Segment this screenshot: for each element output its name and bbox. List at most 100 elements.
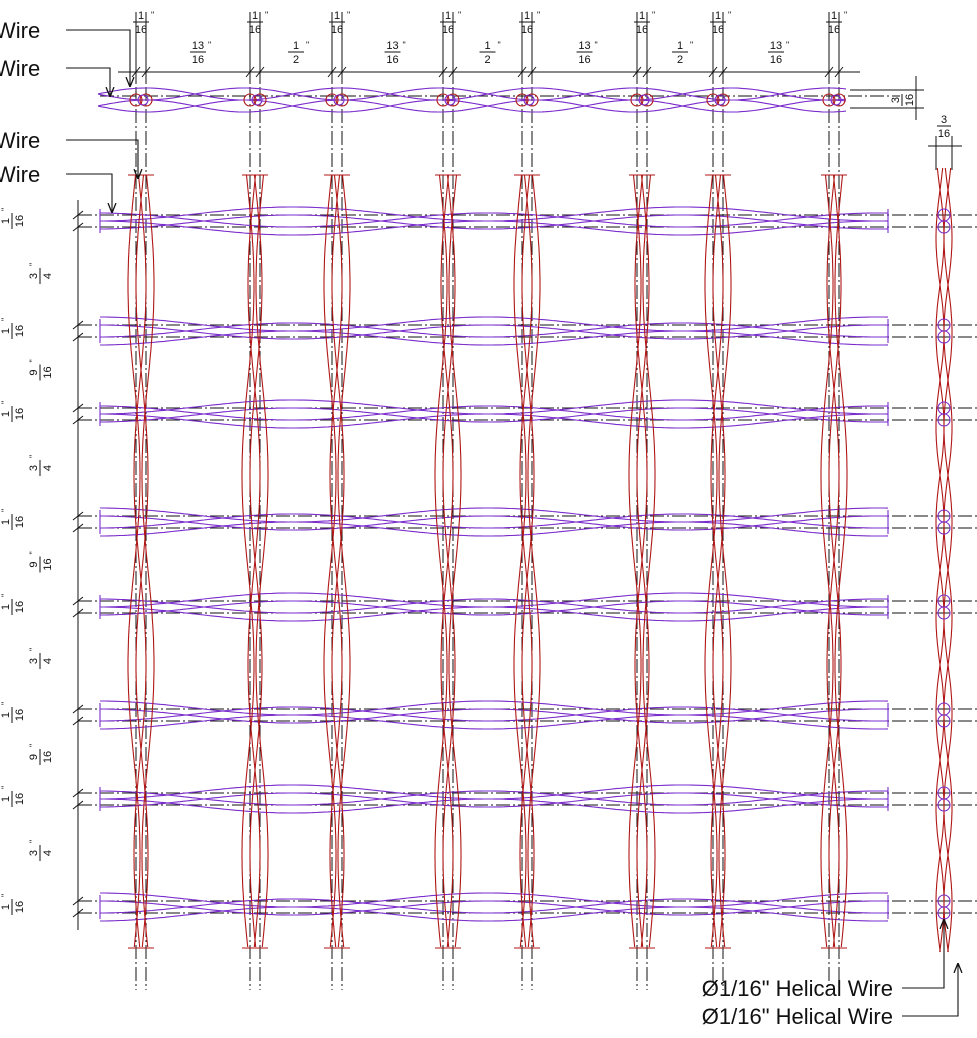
v-dim-label-mark: " [28,744,38,747]
horizontal-wire-edge [100,790,889,806]
h-dim-label-mark: " [652,10,655,20]
v-dim-label-den: 16 [14,215,26,227]
h-dim-label-den: 16 [192,54,204,66]
v-dim-label-num: 1 [0,604,12,610]
h-dim-label: 116" [133,10,154,36]
horizontal-wire-edge [100,892,889,908]
side-width-dimension: 3 16 [937,114,951,140]
h-dim-label-mark: " [306,40,309,50]
horizontal-wire-edge [100,407,889,423]
h-dim-label-num: 1 [639,10,645,22]
h-dim-label: 1 2 " [479,40,501,66]
horizontal-wire-edge [100,322,889,338]
horizontal-wire-edge [100,515,889,531]
horizontal-wire-edge [100,792,889,808]
h-dim-label: 116" [247,10,268,36]
h-dim-label-num: 13 [386,40,398,52]
side-cross-section [937,330,951,344]
side-cross-section [937,220,951,234]
v-dim-label-num: 1 [0,411,12,417]
horizontal-wire-edge [100,399,889,415]
dimension-tick [72,523,84,533]
vertical-wire-edge [634,174,648,948]
h-dim-label-mark: " [347,10,350,20]
v-dim-label-num: 9 [28,369,40,375]
horizontal-wire-edge [100,708,889,724]
h-dim-label-num: 1 [484,40,490,52]
horizontal-dimension-labels: 116"1316"116"12"116"1316"116"12"116"1316… [133,10,847,66]
h-dim-label-mark: " [728,10,731,20]
h-dim-label-num: 1 [334,10,340,22]
helical-cross-section [638,94,650,106]
v-dim-label-num: 1 [0,218,12,224]
h-dim-label: 12" [288,40,309,66]
dimension-tick [72,596,84,606]
top-view-wire-edge [97,99,847,113]
vertical-wire-edge [241,174,255,948]
h-dim-label-den: 2 [484,54,490,66]
vertical-wire-edge [628,174,642,948]
v-dim-label-mark: " [0,702,10,705]
h-dim-label-den: 16 [770,54,782,66]
vertical-wire-edge [440,174,454,948]
side-cross-section [937,714,951,728]
vertical-wire-edge [513,174,527,948]
callout-helical-wire-2: Ø1/16" Helical Wire [702,1004,893,1029]
v-dim-label-den: 16 [42,558,54,570]
horizontal-wire-edge [100,598,889,614]
horizontal-wire-edge [100,898,889,914]
dimension-tick [72,716,84,726]
horizontal-wire-edge [100,507,889,523]
h-dim-label-mark: " [498,40,501,50]
v-dim-label-num: 3 [28,273,40,279]
horizontal-wire-edge [100,330,889,346]
v-dim-label-den: 16 [42,366,54,378]
h-dim-label-mark: " [458,10,461,20]
vertical-wire-edge [521,174,535,948]
h-dim-label-mark: " [265,10,268,20]
vertical-wire-edge [434,174,448,948]
horizontal-wire-edge [100,206,889,222]
horizontal-wire-edge [100,521,889,537]
h-dim-label: 116" [440,10,461,36]
v-dim-label-den: 16 [14,901,26,913]
h-dim-label: 116" [710,10,731,36]
side-view-wire-edge [935,167,945,953]
wire-cross-section [129,93,143,107]
wire-cross-section [243,93,257,107]
h-dim-label-mark: " [151,10,154,20]
h-dim-label-num: 13 [192,40,204,52]
wire-cross-section [716,93,730,107]
v-dim-label-den: 16 [14,325,26,337]
v-dim-label-mark: " [28,455,38,458]
v-dim-label-den: 16 [14,709,26,721]
h-dim-label: 116" [329,10,350,36]
horizontal-wire-edge [100,220,889,236]
wire-cross-section [325,93,339,107]
helical-cross-section [523,94,535,106]
h-dim-label-den: 16 [578,54,590,66]
h-dim-label-mark: " [844,10,847,20]
h-dim-label-den: 16 [636,24,648,36]
side-height-den: 16 [904,94,916,106]
dimension-tick [72,415,84,425]
dimension-tick [72,511,84,521]
vertical-wire-edge [519,174,533,948]
horizontal-wires [99,206,889,922]
vertical-wire-edge [331,174,345,948]
v-dim-label-den: 4 [42,658,54,664]
v-dim-label-num: 3 [28,850,40,856]
